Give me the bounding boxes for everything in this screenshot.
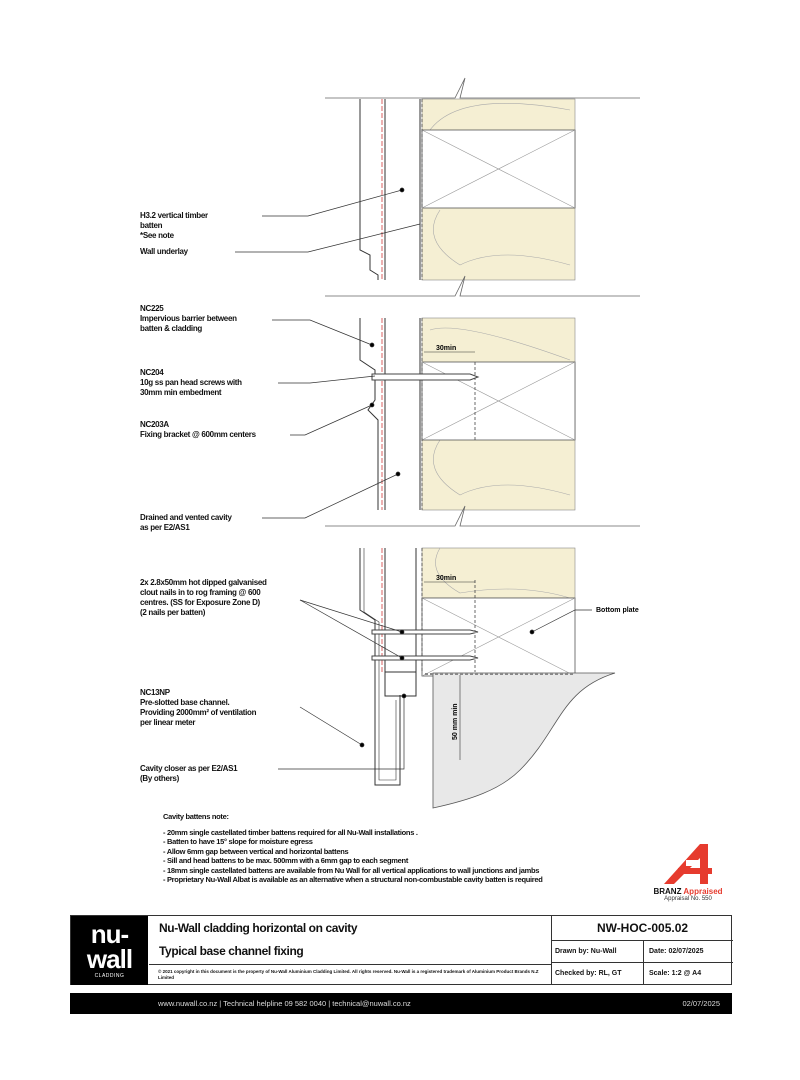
dim-50: 50 mm min [452, 703, 459, 740]
date: Date: 02/07/2025 [649, 948, 704, 955]
checked-by: Checked by: RL, GT [552, 963, 644, 984]
branz-appraised-logo: BRANZ Appraised Appraisal No. 550 [648, 838, 728, 902]
drawing-subtitle: Typical base channel fixing [159, 944, 304, 958]
drawn-by: Drawn by: Nu-Wall [552, 941, 644, 962]
concrete-slab [432, 672, 616, 809]
batten-notes: Cavity battens note: - 20mm single caste… [163, 812, 543, 884]
footer-contact: www.nuwall.co.nz | Technical helpline 09… [158, 999, 411, 1008]
copyright: © 2021 copyright in this document is the… [149, 964, 551, 981]
bottom-plate-label: Bottom plate [596, 607, 639, 614]
label-underlay: Wall underlay [140, 247, 188, 256]
drawing-title: Nu-Wall cladding horizontal on cavity [159, 921, 358, 935]
batten-and-cladding [359, 99, 421, 786]
nu-wall-logo: nu-wall CLADDING [71, 916, 148, 985]
dim-30-lower: 30min [436, 575, 456, 582]
footer-date: 02/07/2025 [682, 999, 720, 1008]
dim-30-upper: 30min [436, 345, 456, 352]
scale: Scale: 1:2 @ A4 [649, 970, 702, 977]
title-block: nu-wall CLADDING Nu-Wall cladding horizo… [70, 915, 733, 985]
label-closer: Cavity closer as per E2/AS1(By others) [140, 764, 238, 783]
footer-bar: www.nuwall.co.nz | Technical helpline 09… [70, 993, 732, 1014]
branz-mark-icon [664, 844, 712, 884]
insulation [421, 98, 576, 599]
section-drawing: 30min 30min 50 mm min Bottom plate [235, 77, 640, 809]
drawing-code: NW-HOC-005.02 [552, 916, 733, 941]
